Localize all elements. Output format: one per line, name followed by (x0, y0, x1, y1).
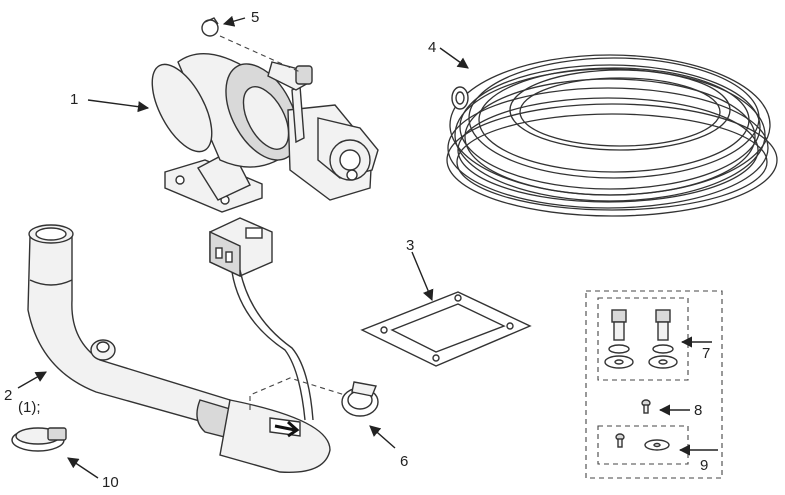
callout-2: 2 (4, 387, 12, 404)
pump-part (151, 52, 379, 213)
callout-1: 1 (70, 91, 78, 108)
callout-6: 6 (400, 453, 408, 470)
callout-8: 8 (694, 402, 702, 419)
callout-2-quantity: (1); (18, 399, 41, 416)
callout-10: 10 (102, 474, 119, 491)
clip-guide-line (219, 35, 301, 73)
screw-part (641, 399, 651, 414)
bolts-part (604, 309, 678, 369)
callout-7: 7 (702, 345, 710, 362)
leader-lines (17, 15, 718, 479)
callout-5: 5 (251, 9, 259, 26)
washer-part (615, 433, 670, 451)
hose-clamp-part (341, 381, 379, 417)
coiled-hose-part (446, 54, 778, 217)
hose-clamp-guide-line (249, 377, 346, 410)
gasket-part (360, 291, 532, 367)
callout-3: 3 (406, 237, 414, 254)
callout-4: 4 (428, 39, 436, 56)
small-clamp-part (11, 427, 67, 452)
clip-part (201, 17, 219, 37)
callout-9: 9 (700, 457, 708, 474)
pipe-assembly-part (27, 217, 331, 474)
